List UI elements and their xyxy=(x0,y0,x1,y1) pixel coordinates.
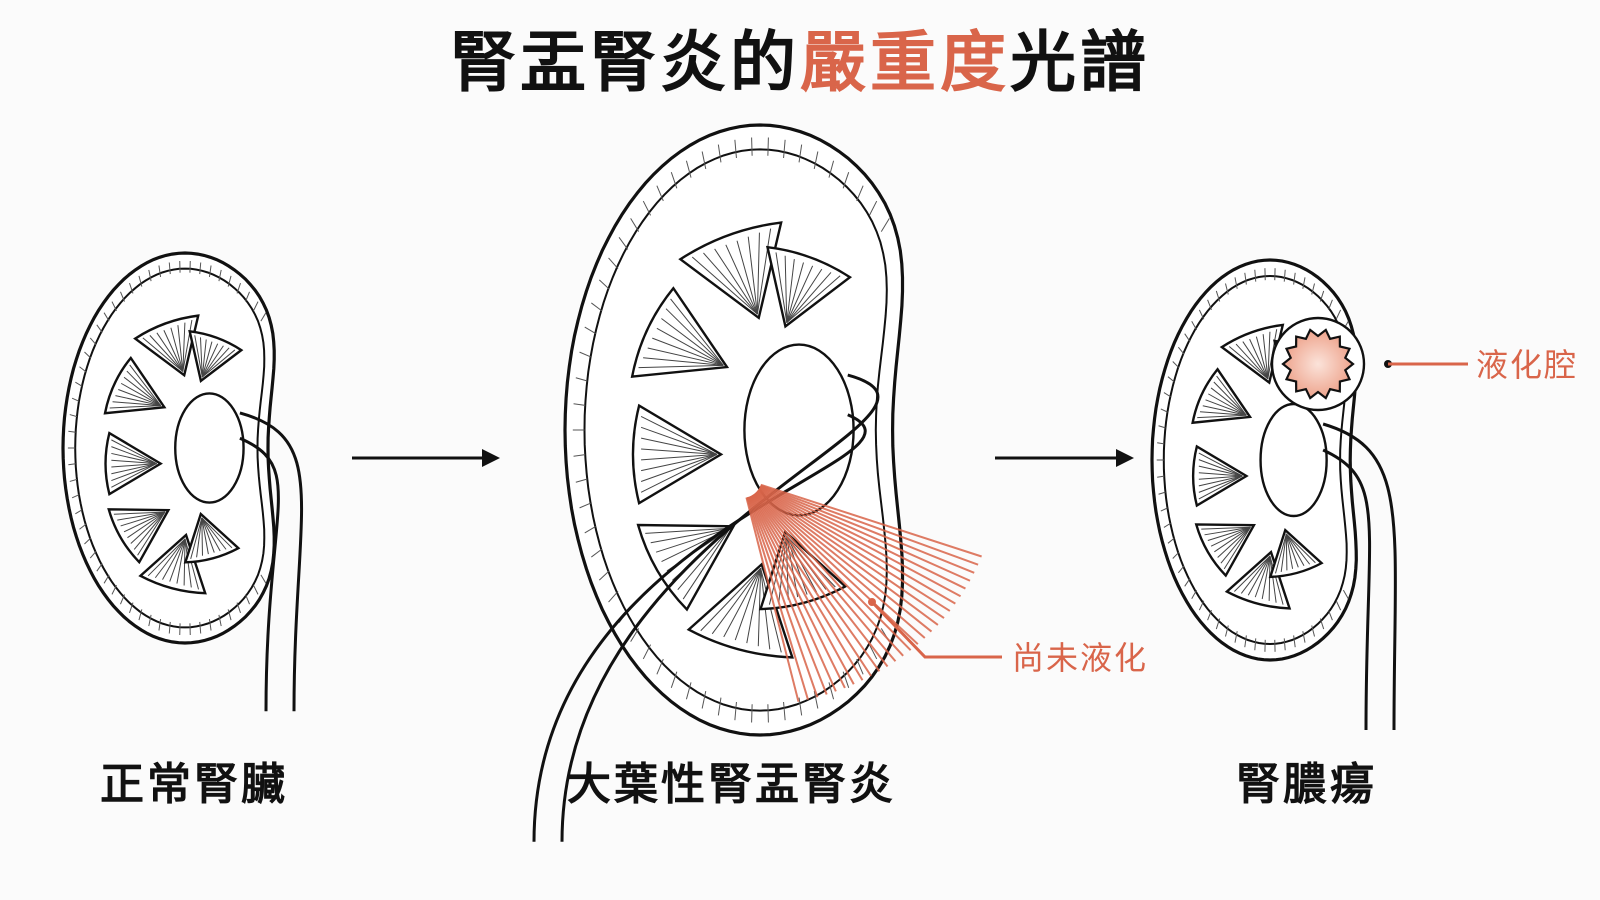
renal-abscess-kidney xyxy=(1150,258,1397,731)
renal-pyramid xyxy=(188,329,244,383)
renal-pyramid xyxy=(1191,444,1249,508)
renal-pyramid xyxy=(631,403,724,506)
cortex-texture xyxy=(67,260,267,636)
arrow-right-icon xyxy=(352,449,500,467)
renal-pelvis xyxy=(1259,402,1328,518)
renal-pyramid xyxy=(630,286,730,378)
renal-pyramid xyxy=(1194,523,1256,578)
lobar-pyelonephritis-kidney xyxy=(532,123,982,842)
stage-label-abscess: 腎膿瘍 xyxy=(1236,759,1377,810)
renal-pyramid xyxy=(678,221,783,320)
callout-liquefied: 液化腔 xyxy=(1476,346,1579,384)
stage-label-normal: 正常腎臟 xyxy=(100,759,288,810)
liquefied-core xyxy=(1281,328,1355,400)
normal-kidney xyxy=(61,251,304,712)
inflamed-wedge xyxy=(745,483,982,703)
renal-pyramid xyxy=(1268,527,1324,579)
ureter-right-wall xyxy=(1322,422,1397,731)
callout-line-unliquefied xyxy=(870,600,1002,659)
cortex-texture xyxy=(1156,268,1349,652)
ureter-left-wall xyxy=(239,436,280,712)
renal-pyramid xyxy=(183,511,241,564)
renal-pyramid xyxy=(104,431,163,496)
title-highlight: 嚴重度 xyxy=(800,24,1010,101)
abscess-cavity xyxy=(1270,316,1392,412)
renal-pyramid xyxy=(107,508,171,565)
arrow-right-icon xyxy=(995,449,1134,467)
ureter-right-wall xyxy=(239,411,304,712)
title-suffix: 光譜 xyxy=(1010,24,1150,101)
renal-pyramid xyxy=(1191,367,1253,425)
renal-pyramid xyxy=(1219,323,1285,385)
renal-pyramid xyxy=(133,314,200,378)
renal-pelvis xyxy=(174,392,245,504)
stage-label-lobar: 大葉性腎盂腎炎 xyxy=(567,759,896,810)
renal-pyramid xyxy=(765,245,853,329)
renal-pyramid xyxy=(103,355,167,415)
title-prefix: 腎盂腎炎的 xyxy=(450,24,800,101)
page-title: 腎盂腎炎的嚴重度光譜 xyxy=(0,18,1600,108)
callout-unliquefied: 尚未液化 xyxy=(1012,639,1149,677)
ureter-left-wall xyxy=(1322,448,1372,731)
